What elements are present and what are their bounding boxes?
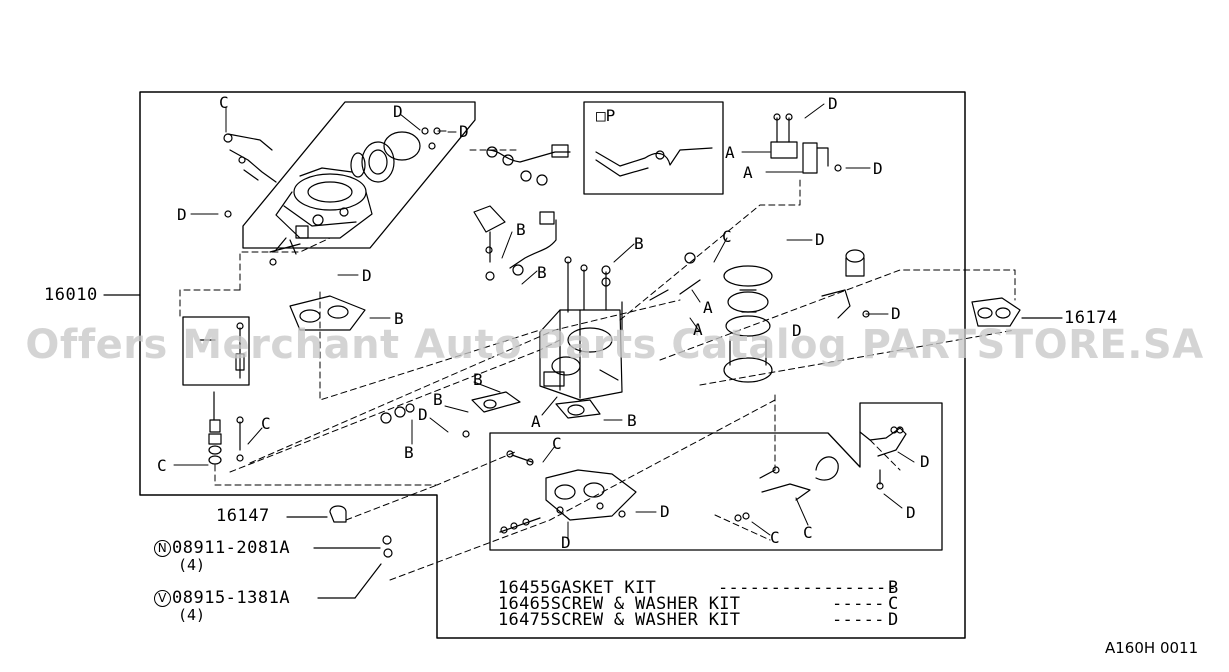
diaphragm-cover (350, 127, 441, 183)
callout-b: B (473, 370, 483, 389)
callout-b: B (537, 263, 547, 282)
choke-linkage (223, 133, 277, 218)
callout-d: D (906, 503, 916, 522)
callout-d: D (418, 405, 428, 424)
assembly-dashed-lines (179, 149, 1016, 581)
legend-number: 16475 (498, 610, 551, 630)
callout-c: C (722, 227, 732, 246)
callout-a: A (703, 298, 713, 317)
dashpot-bracket (859, 426, 907, 490)
callout-b: B (516, 220, 526, 239)
float-and-needle (473, 205, 557, 281)
legend-code: D (888, 610, 899, 630)
left-small-box (182, 316, 250, 386)
callout-c: C (157, 456, 167, 475)
callout-d: D (393, 102, 403, 121)
solenoid-bracket (770, 113, 842, 174)
callout-b: B (394, 309, 404, 328)
part-16010-label[interactable]: 16010 (44, 285, 98, 305)
bottom-subbox (489, 402, 943, 551)
top-carb-subbox (242, 101, 476, 249)
callout-b: B (433, 390, 443, 409)
callout-b: B (627, 411, 637, 430)
legend-number: 16465 (498, 594, 551, 614)
part-16174-label[interactable]: 16174 (1064, 308, 1118, 328)
callout-d: D (873, 159, 883, 178)
legend-name: SCREW & WASHER KIT (550, 594, 741, 614)
insulator-gasket (971, 297, 1021, 327)
callout-b: B (404, 443, 414, 462)
option-box-label: □P (596, 106, 616, 125)
nut-prefix-circle: N (154, 540, 171, 557)
callout-a: A (693, 320, 703, 339)
callout-d: D (459, 122, 469, 141)
callout-a: A (531, 412, 541, 431)
legend-name: GASKET KIT (550, 578, 657, 598)
legend-name: SCREW & WASHER KIT (550, 610, 741, 630)
legend-row-gasket-kit[interactable]: 16455GASKET KIT (498, 580, 656, 597)
legend-row-screw-washer-kit-d[interactable]: 16475SCREW & WASHER KIT (498, 612, 740, 629)
optional-hose (595, 147, 713, 177)
throttle-linkage (734, 456, 839, 522)
clip-and-hardware (329, 505, 393, 558)
part-16147-label[interactable]: 16147 (216, 506, 270, 526)
diagram-code: A160H 0011 (1105, 639, 1199, 657)
nut-quantity: (4) (178, 556, 206, 574)
callout-b: B (634, 234, 644, 253)
upper-carburetor-body (269, 167, 373, 266)
callout-d: D (660, 502, 670, 521)
legend-code: C (888, 594, 899, 614)
nut-part-number: 08911-2081A (172, 538, 291, 558)
callout-a: A (743, 163, 753, 182)
callout-c: C (261, 414, 271, 433)
vacuum-hose-assembly (486, 144, 571, 186)
fuel-cut-solenoid (208, 391, 244, 465)
main-frame (139, 91, 966, 639)
callout-c: C (552, 434, 562, 453)
callout-d: D (362, 266, 372, 285)
legend-code: B (888, 578, 899, 598)
callout-d: D (792, 321, 802, 340)
legend-leader: ----------------- (718, 578, 898, 598)
throttle-body (499, 450, 637, 534)
main-carburetor-body (539, 256, 623, 401)
callout-d: D (920, 452, 930, 471)
callout-c: C (770, 528, 780, 547)
washer-prefix-circle: V (154, 590, 171, 607)
callout-d: D (815, 230, 825, 249)
callout-leaders (173, 103, 915, 541)
washer-quantity: (4) (178, 606, 206, 624)
callout-d: D (891, 304, 901, 323)
idle-switch (821, 249, 870, 319)
jet-components (199, 322, 245, 379)
callout-d: D (561, 533, 571, 552)
legend-leader: ----- (832, 594, 885, 614)
washer-part-number: 08915-1381A (172, 588, 291, 608)
callout-c: C (219, 93, 229, 112)
legend-leader: ----- (832, 610, 885, 630)
legend-row-screw-washer-kit-c[interactable]: 16465SCREW & WASHER KIT (498, 596, 740, 613)
callout-c: C (803, 523, 813, 542)
callout-d: D (177, 205, 187, 224)
callout-d: D (828, 94, 838, 113)
accelerator-pump (649, 252, 773, 383)
gasket-set (289, 295, 601, 438)
legend-number: 16455 (498, 578, 551, 598)
callout-a: A (725, 143, 735, 162)
option-box (583, 101, 724, 195)
